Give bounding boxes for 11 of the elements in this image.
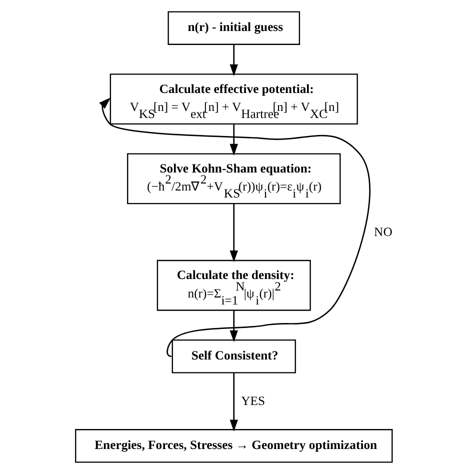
edge-label: NO	[374, 224, 392, 239]
node-box: Self Consistent?	[171, 340, 296, 374]
node-box: Energies, Forces, Stresses → Geometry optimization	[74, 429, 392, 463]
arrow	[229, 372, 238, 432]
arrow	[229, 310, 238, 342]
edge-label: YES	[240, 394, 265, 408]
arrow	[98, 98, 370, 357]
arrow	[229, 124, 238, 156]
arrow	[229, 44, 238, 76]
node-box: n(r) - initial guess	[167, 11, 300, 45]
arrow	[229, 204, 238, 262]
